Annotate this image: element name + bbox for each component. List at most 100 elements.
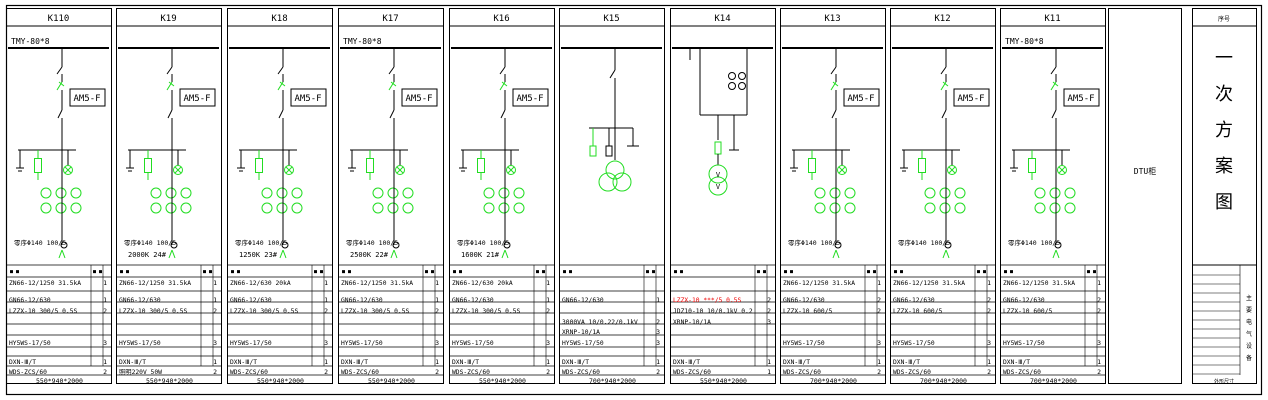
- cabinet-dimensions: 550*940*2000: [368, 377, 415, 385]
- device-spec: WDS-ZCS/60: [783, 369, 821, 376]
- vertical-note: 备: [1246, 354, 1252, 362]
- cabinet-dimensions: 550*940*2000: [36, 377, 83, 385]
- transformer-rating: 2000K 24#: [128, 251, 167, 259]
- device-qty: 2: [213, 307, 217, 315]
- vertical-note: 要: [1246, 307, 1252, 314]
- voltage-indicator: [918, 158, 926, 173]
- voltage-indicator: [1028, 158, 1036, 173]
- vertical-note: 设: [1246, 342, 1252, 350]
- cabinet-frame: [559, 8, 665, 384]
- device-qty: 2: [767, 307, 771, 315]
- breaker-model: AM5-F: [183, 94, 210, 104]
- device-qty: 2: [213, 368, 217, 376]
- grounding-switch: [389, 109, 395, 119]
- device-qty: 1: [767, 358, 771, 366]
- grounding-switch: [500, 109, 506, 119]
- device-spec: HY5WS-17/50: [452, 340, 494, 347]
- table-header: ■ ■: [425, 269, 434, 275]
- current-transformer: [402, 187, 414, 199]
- cable-arrow: [58, 249, 63, 259]
- transformer-rating: 1250K 23#: [239, 251, 278, 259]
- current-transformer: [387, 187, 399, 199]
- current-transformer: [498, 187, 510, 199]
- vertical-note: 气: [1246, 330, 1252, 338]
- table-header: ■ ■: [563, 269, 572, 275]
- breaker-model: AM5-F: [294, 94, 321, 104]
- device-spec: DXN-Ⅲ/T: [893, 359, 920, 366]
- device-qty: 2: [1097, 296, 1101, 304]
- title-char: 图: [1215, 192, 1233, 213]
- device-spec: GN66-12/630: [230, 297, 272, 304]
- cabinet-dimensions: 550*940*2000: [479, 377, 526, 385]
- device-qty: 2: [877, 307, 881, 315]
- grounding-switch: [831, 109, 837, 119]
- current-transformer: [1049, 187, 1061, 199]
- arrester-x: [838, 166, 846, 174]
- breaker-label-box: [953, 88, 990, 107]
- busbar-label: TMY-80*8: [1005, 37, 1044, 46]
- transformer-winding: [598, 172, 618, 192]
- voltage-indicator: [34, 158, 42, 173]
- ct-terminal: [60, 241, 68, 249]
- current-transformer: [165, 202, 177, 214]
- current-transformer: [180, 187, 192, 199]
- current-transformer: [165, 187, 177, 199]
- device-spec: ZN66-12/1250 31.5kA: [1003, 280, 1075, 287]
- arrester-x: [948, 166, 956, 174]
- device-qty: 2: [767, 296, 771, 304]
- cable-arrow: [504, 249, 509, 259]
- current-transformer: [261, 187, 273, 199]
- vertical-note: 主: [1246, 294, 1252, 302]
- dtu-frame: [1108, 8, 1182, 384]
- arrester-x: [396, 166, 404, 174]
- device-qty: 2: [1097, 307, 1101, 315]
- current-transformer: [954, 202, 966, 214]
- device-spec: DXN-Ⅲ/T: [230, 359, 257, 366]
- cabinet-frame: [780, 8, 886, 384]
- title-char: 案: [1215, 156, 1233, 177]
- device-qty: 1: [435, 296, 439, 304]
- device-spec: LZZX-10 300/5 0.5S: [230, 308, 298, 315]
- surge-arrester: [1057, 165, 1067, 175]
- voltage-indicator: [366, 158, 374, 173]
- breaker-label-box: [512, 88, 549, 107]
- grounding-switch: [941, 109, 947, 119]
- cable-arrow: [1055, 249, 1060, 259]
- cabinet-frame: [670, 8, 776, 384]
- current-transformer: [939, 187, 951, 199]
- device-spec: DXN-Ⅲ/T: [783, 359, 810, 366]
- device-spec: WDS-ZCS/60: [893, 369, 931, 376]
- device-spec: WDS-ZCS/60: [673, 369, 711, 376]
- breaker-label-box: [401, 88, 438, 107]
- device-spec: DXN-Ⅲ/T: [562, 359, 589, 366]
- device-spec: DXN-Ⅲ/T: [452, 359, 479, 366]
- grounding-switch: [167, 109, 173, 119]
- device-spec: 照明220V 50W: [119, 368, 162, 376]
- ct-terminal: [170, 241, 178, 249]
- device-spec: LZZX-10 300/5 0.5S: [341, 308, 409, 315]
- device-spec: ZN66-12/1250 31.5kA: [341, 280, 413, 287]
- device-spec: GN66-12/630: [1003, 297, 1045, 304]
- breaker-mark: [279, 81, 286, 87]
- device-spec: HY5WS-17/50: [230, 340, 272, 347]
- cabinet-id: K11: [1044, 14, 1060, 24]
- current-transformer: [483, 187, 495, 199]
- cabinet-dimensions: 550*940*2000: [700, 377, 747, 385]
- cabinet-dimensions: 550*940*2000: [257, 377, 304, 385]
- cabinet-dimensions: 700*940*2000: [920, 377, 967, 385]
- device-qty: 1: [987, 279, 991, 287]
- arrester-x: [174, 166, 182, 174]
- device-qty: 3: [987, 339, 991, 347]
- device-qty: 3: [1097, 339, 1101, 347]
- device-spec: XRNP-10/1A: [673, 319, 711, 326]
- title-header: 序号: [1218, 15, 1230, 23]
- current-transformer: [1064, 202, 1076, 214]
- grounding-switch: [57, 109, 63, 119]
- current-transformer: [276, 187, 288, 199]
- device-spec: LZZX-10 300/5 0.5S: [119, 308, 187, 315]
